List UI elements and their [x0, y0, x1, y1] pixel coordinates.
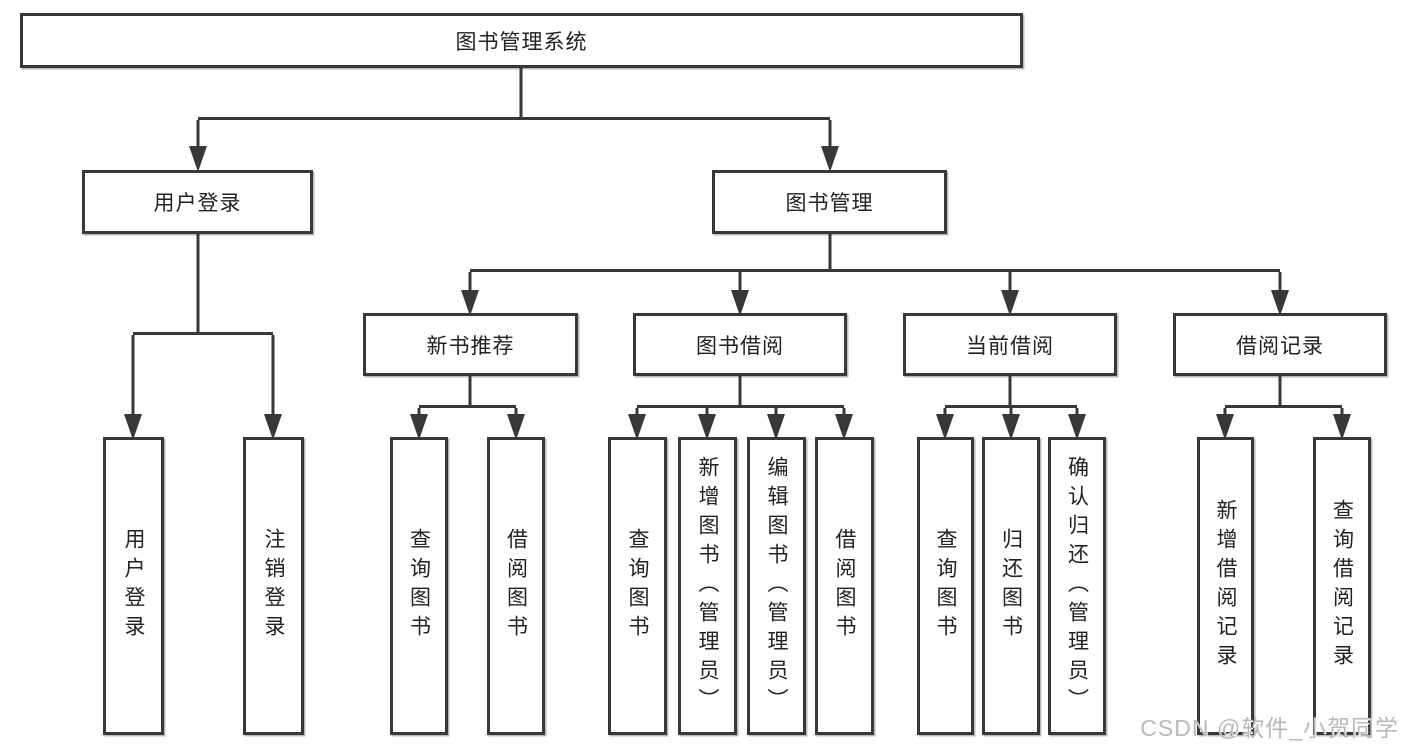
node-book-borrow: 图书借阅 [633, 313, 847, 376]
node-new-book-recommend: 新书推荐 [363, 313, 578, 376]
leaf-borrow-add-admin: 新增图书（管理员） [678, 437, 737, 735]
leaf-borrow-edit-admin-label: 编辑图书（管理员） [765, 455, 788, 717]
leaf-current-query: 查询图书 [917, 437, 974, 735]
leaf-records-add: 新增借阅记录 [1197, 437, 1254, 735]
leaf-current-return-label: 归还图书 [999, 528, 1023, 644]
leaf-current-query-label: 查询图书 [934, 528, 957, 644]
leaf-records-query-label: 查询借阅记录 [1330, 499, 1354, 673]
arrowheads [124, 146, 1351, 440]
node-borrow-records-label: 借阅记录 [1236, 334, 1324, 358]
leaf-borrow-add-admin-label: 新增图书（管理员） [696, 455, 719, 717]
node-book-borrow-label: 图书借阅 [696, 334, 784, 358]
node-root-label: 图书管理系统 [455, 30, 588, 54]
leaf-records-query: 查询借阅记录 [1313, 437, 1371, 735]
leaf-new-books-query-label: 查询图书 [407, 528, 431, 644]
connector-book-borrow [635, 376, 846, 420]
leaf-user-login-label: 用户登录 [122, 528, 145, 644]
node-book-management-label: 图书管理 [785, 192, 874, 215]
node-new-book-recommend-label: 新书推荐 [426, 334, 515, 358]
connector-book-mgmt [468, 234, 1282, 294]
node-borrow-records: 借阅记录 [1173, 313, 1387, 376]
leaf-logout: 注销登录 [243, 437, 304, 735]
connector-current-borrow [943, 376, 1079, 420]
leaf-borrow-query: 查询图书 [608, 437, 667, 735]
leaf-user-login: 用户登录 [103, 437, 164, 735]
node-book-management: 图书管理 [712, 170, 947, 234]
node-user-login: 用户登录 [82, 170, 313, 234]
node-user-login-label: 用户登录 [153, 192, 242, 215]
leaf-logout-label: 注销登录 [262, 528, 285, 644]
leaf-borrow-edit-admin: 编辑图书（管理员） [747, 437, 806, 735]
connector-user-login [131, 234, 275, 418]
leaf-new-books-borrow-label: 借阅图书 [504, 528, 528, 644]
leaf-borrow-borrow: 借阅图书 [815, 437, 874, 735]
leaf-current-return: 归还图书 [982, 437, 1040, 735]
leaf-new-books-query: 查询图书 [390, 437, 448, 735]
leaf-borrow-borrow-label: 借阅图书 [833, 528, 856, 644]
connector-paths [131, 68, 1344, 420]
connector-borrow-records [1223, 376, 1344, 420]
node-root: 图书管理系统 [20, 13, 1023, 68]
connector-root [196, 68, 832, 150]
connector-new-books [417, 376, 518, 420]
csdn-watermark: CSDN @软件_小贺同学 [1140, 715, 1399, 741]
node-current-borrow: 当前借阅 [903, 313, 1117, 376]
leaf-current-confirm-admin-label: 确认归还（管理员） [1065, 455, 1089, 717]
leaf-borrow-query-label: 查询图书 [626, 528, 649, 644]
leaf-new-books-borrow: 借阅图书 [487, 437, 545, 735]
leaf-records-add-label: 新增借阅记录 [1214, 499, 1237, 673]
node-current-borrow-label: 当前借阅 [966, 334, 1054, 358]
leaf-current-confirm-admin: 确认归还（管理员） [1048, 437, 1106, 735]
